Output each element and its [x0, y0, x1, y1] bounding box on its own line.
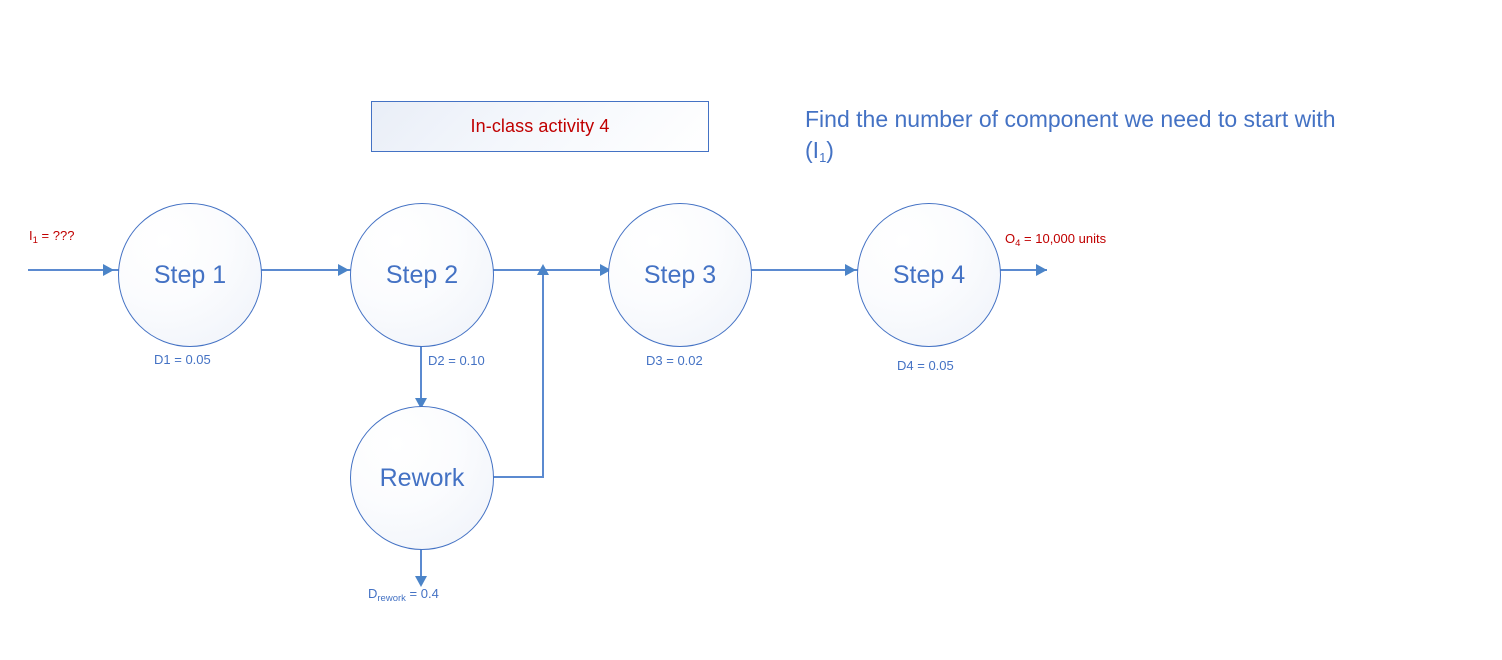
input-label: I1 = ???: [29, 228, 75, 246]
edge-step2-step3-line: [490, 269, 618, 271]
edge-step2-step3-arrowhead-icon: [600, 264, 611, 276]
prompt-heading: Find the number of component we need to …: [805, 104, 1465, 169]
prompt-line-2-subscript: 1: [819, 150, 827, 165]
defect-label-d1-value: 0.05: [185, 352, 211, 367]
defect-label-d4: D4 = 0.05: [897, 358, 954, 373]
edge-step1-step2-line: [258, 269, 354, 271]
output-label-subscript: 4: [1015, 238, 1021, 249]
edge-step2-rework-line: [420, 344, 422, 406]
edge-rework-feedback-vertical-line: [542, 270, 544, 477]
node-step-4[interactable]: Step 4: [857, 203, 1001, 347]
defect-label-d2-prefix: D2 =: [428, 353, 460, 368]
node-rework-label: Rework: [379, 463, 465, 492]
output-arrowhead-icon: [1036, 264, 1047, 276]
defect-label-drework-value: = 0.4: [405, 586, 439, 601]
edge-rework-scrap-line: [420, 547, 422, 582]
output-label-value: = 10,000 units: [1020, 231, 1107, 246]
edge-step3-step4-arrowhead-icon: [845, 264, 856, 276]
node-step-1-label: Step 1: [153, 260, 227, 289]
node-step-4-label: Step 4: [892, 260, 966, 289]
node-step-1[interactable]: Step 1: [118, 203, 262, 347]
edge-step1-step2-arrowhead-icon: [338, 264, 349, 276]
defect-label-d3-prefix: D3 =: [646, 353, 678, 368]
output-arrow-line: [997, 269, 1047, 271]
input-label-value: = ???: [37, 228, 75, 243]
prompt-line-2-prefix: (I: [805, 137, 820, 163]
input-arrowhead-icon: [103, 264, 114, 276]
prompt-line-2-suffix: ): [826, 137, 834, 163]
title-box-label: In-class activity 4: [470, 116, 610, 136]
defect-label-drework-subscript: rework: [377, 593, 406, 604]
edge-step2-rework-arrowhead-icon: [415, 398, 427, 409]
defect-label-drework-prefix: D: [368, 586, 378, 601]
output-label-prefix: O: [1005, 231, 1016, 246]
input-label-prefix: I: [29, 228, 33, 243]
input-arrow-line: [28, 269, 176, 271]
prompt-line-1: Find the number of component we need to …: [805, 106, 1336, 132]
node-rework[interactable]: Rework: [350, 406, 494, 550]
defect-label-d4-prefix: D4 =: [897, 358, 929, 373]
edge-rework-feedback-arrowhead-icon: [537, 264, 549, 275]
in-class-activity-title-box: In-class activity 4: [371, 101, 709, 152]
node-step-3-label: Step 3: [643, 260, 717, 289]
prompt-line-2: (I1): [805, 135, 1465, 169]
defect-label-d4-value: 0.05: [928, 358, 954, 373]
defect-label-d3-value: 0.02: [677, 353, 703, 368]
edge-step3-step4-line: [748, 269, 863, 271]
defect-label-d2-value: 0.10: [459, 353, 485, 368]
input-label-subscript: 1: [32, 235, 38, 246]
node-step-2-label: Step 2: [385, 260, 459, 289]
edge-rework-scrap-arrowhead-icon: [415, 576, 427, 587]
node-step-2[interactable]: Step 2: [350, 203, 494, 347]
defect-label-d2: D2 = 0.10: [428, 353, 485, 368]
edge-rework-feedback-horizontal-line: [490, 476, 544, 478]
defect-label-d1: D1 = 0.05: [154, 352, 211, 367]
defect-label-d1-prefix: D1 =: [154, 352, 186, 367]
output-label: O4 = 10,000 units: [1005, 231, 1107, 249]
node-step-3[interactable]: Step 3: [608, 203, 752, 347]
defect-label-d3: D3 = 0.02: [646, 353, 703, 368]
defect-label-drework: Drework = 0.4: [368, 586, 439, 604]
